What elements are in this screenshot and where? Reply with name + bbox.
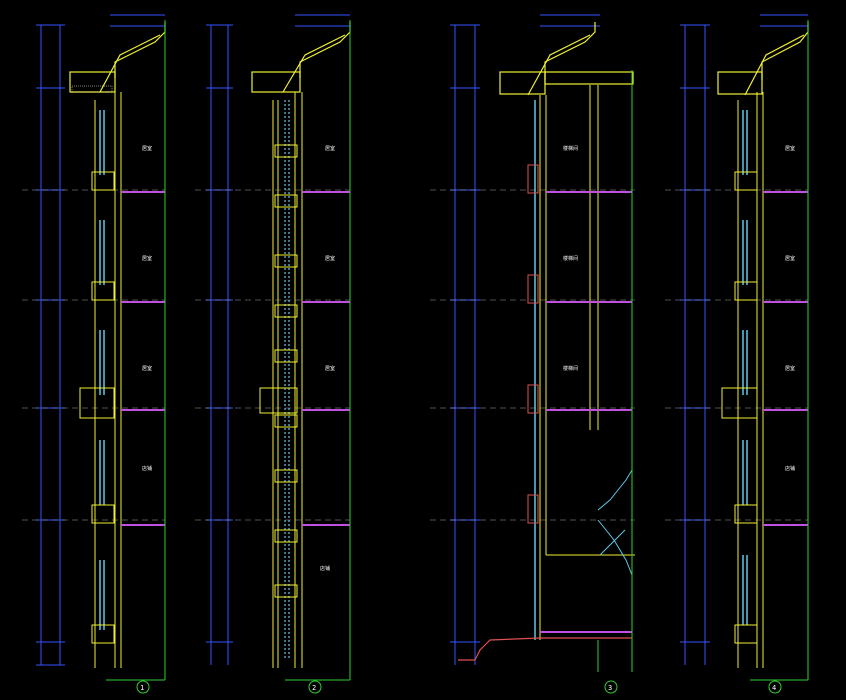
room-label: 居室 xyxy=(142,145,152,152)
floor-slabs xyxy=(302,191,350,526)
room-label: 楼梯间 xyxy=(563,255,578,262)
interior-boundary xyxy=(285,20,351,681)
glazing xyxy=(742,110,748,625)
floor-slabs xyxy=(121,191,165,526)
axis-bubble: 4 xyxy=(768,680,782,694)
room-label: 居室 xyxy=(785,255,795,262)
room-label: 楼梯间 xyxy=(563,365,578,372)
roof-hatch xyxy=(71,85,113,93)
entrance-steps xyxy=(458,631,632,661)
brick-hatch xyxy=(527,164,539,524)
wall-section-2: 居室 居室 居室 店铺 2 xyxy=(195,14,351,694)
level-markers xyxy=(430,189,635,521)
room-label: 居室 xyxy=(142,255,152,262)
dimension-lines xyxy=(36,14,165,666)
roof-cornice xyxy=(69,22,166,93)
room-label: 居室 xyxy=(142,365,152,372)
axis-label: 4 xyxy=(772,684,776,692)
exterior-wall xyxy=(272,92,303,668)
room-label: 居室 xyxy=(785,365,795,372)
room-label: 居室 xyxy=(325,255,335,262)
wall-section-1: 居室 居室 居室 店铺 1 xyxy=(22,14,166,694)
floor-slabs xyxy=(763,191,808,526)
exterior-wall xyxy=(539,85,635,640)
room-label: 店铺 xyxy=(785,465,795,472)
exterior-wall xyxy=(737,92,764,668)
axis-bubble: 2 xyxy=(308,680,322,694)
roof-cornice xyxy=(499,22,634,96)
exterior-wall xyxy=(94,92,122,668)
room-label: 店铺 xyxy=(142,465,152,472)
interior-boundary xyxy=(106,20,166,681)
stair-run xyxy=(597,469,633,576)
room-labels: 居室 居室 居室 店铺 xyxy=(785,145,795,472)
room-label: 居室 xyxy=(325,365,335,372)
dimension-lines xyxy=(450,14,600,665)
roof-cornice xyxy=(251,22,351,93)
room-labels: 居室 居室 居室 店铺 xyxy=(142,145,152,472)
glazing xyxy=(284,100,290,660)
window-sills xyxy=(721,171,758,644)
window-frames xyxy=(259,144,298,598)
axis-bubble: 3 xyxy=(604,680,618,694)
room-label: 居室 xyxy=(325,145,335,152)
axis-bubble: 1 xyxy=(136,680,150,694)
wall-section-3: 楼梯间 楼梯间 楼梯间 3 xyxy=(430,14,635,694)
window-sills xyxy=(79,171,115,644)
room-labels: 居室 居室 居室 店铺 xyxy=(320,145,335,572)
axis-label: 3 xyxy=(608,684,612,692)
room-labels: 楼梯间 楼梯间 楼梯间 xyxy=(563,145,578,372)
interior-boundary xyxy=(597,70,633,672)
roof-cornice xyxy=(717,22,809,96)
axis-label: 2 xyxy=(312,684,316,692)
interior-boundary xyxy=(750,20,809,681)
wall-section-4: 居室 居室 居室 店铺 4 xyxy=(665,14,809,694)
dimension-lines xyxy=(680,14,808,665)
level-markers xyxy=(195,189,350,521)
floor-slabs xyxy=(546,191,632,411)
room-label: 楼梯间 xyxy=(563,145,578,152)
room-label: 居室 xyxy=(785,145,795,152)
room-label: 店铺 xyxy=(320,565,330,572)
glazing xyxy=(99,110,105,630)
axis-label: 1 xyxy=(140,684,144,692)
